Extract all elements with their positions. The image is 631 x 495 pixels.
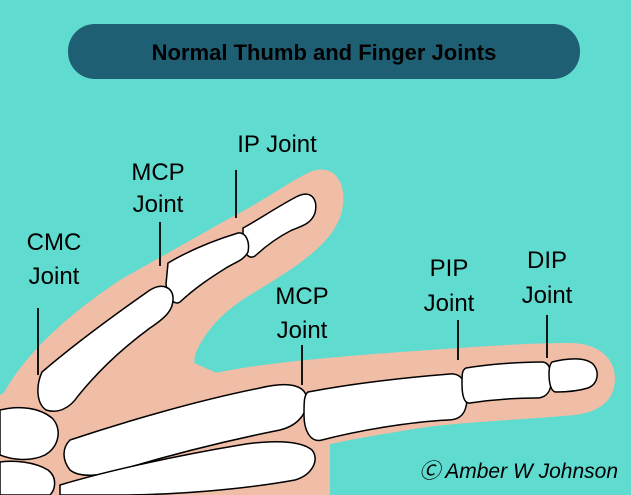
diagram-title: Normal Thumb and Finger Joints xyxy=(152,40,497,65)
mcp-finger-label-line2: Joint xyxy=(277,317,328,344)
mcp-finger-label-line1: MCP xyxy=(275,283,328,310)
mcp-thumb-label-line1: MCP xyxy=(131,159,184,186)
mcp-thumb-label-line2: Joint xyxy=(133,191,184,218)
cmc-joint-label-line1: CMC xyxy=(27,229,82,256)
cmc-joint-label-line2: Joint xyxy=(29,263,80,290)
copyright-credit: Ⓒ Amber W Johnson xyxy=(419,460,618,483)
dip-joint-label-line1: DIP xyxy=(527,247,567,274)
pip-joint-label-line2: Joint xyxy=(424,290,475,317)
finger-middle-phalanx xyxy=(462,362,551,403)
carpal-bone-1 xyxy=(0,408,58,460)
finger-distal-phalanx xyxy=(549,359,597,392)
ip-joint-label: IP Joint xyxy=(237,131,317,158)
pip-joint-label-line1: PIP xyxy=(430,255,469,282)
dip-joint-label-line2: Joint xyxy=(522,282,573,309)
